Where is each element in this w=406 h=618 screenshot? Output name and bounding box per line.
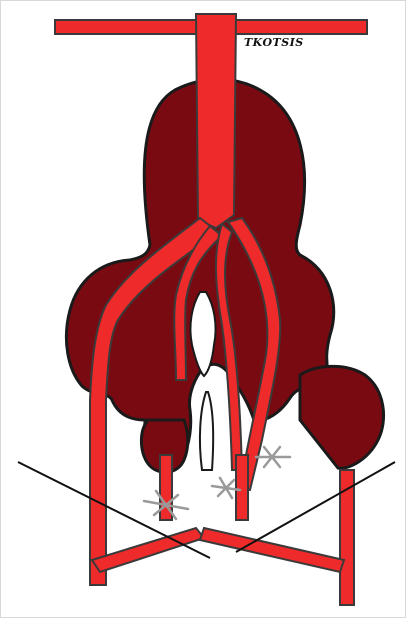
bottom-cross-left xyxy=(92,528,204,572)
main-trunk xyxy=(196,14,236,228)
aneurysm-right-lobe xyxy=(300,366,384,468)
artist-signature: TKOTSIS xyxy=(244,36,304,49)
ligature-mark xyxy=(256,447,290,467)
crossing-lines xyxy=(18,462,395,558)
diagonal-line-right xyxy=(236,462,395,552)
aneurysm-lower-gap xyxy=(200,392,213,470)
bottom-cross-right xyxy=(200,528,344,572)
center-stub xyxy=(236,455,248,520)
diagonal-line-left xyxy=(18,462,210,558)
